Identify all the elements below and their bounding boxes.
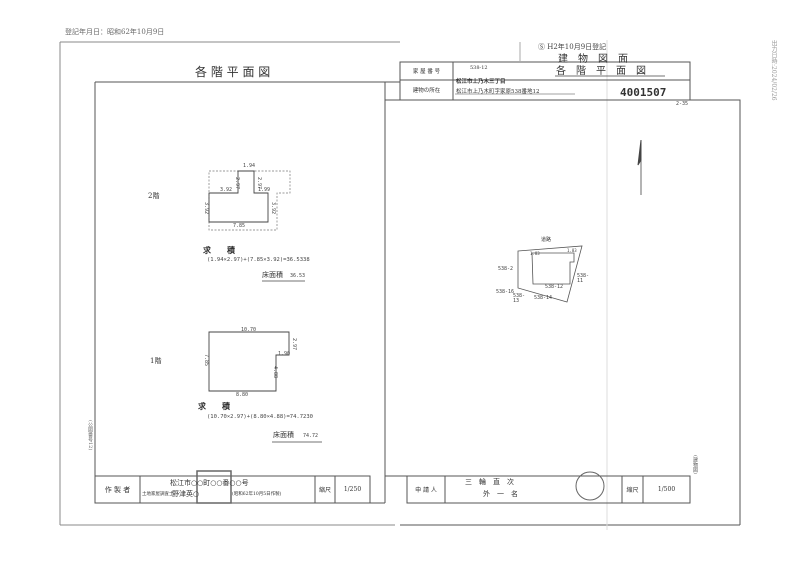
floor2-dim: 7.85 [233, 223, 246, 229]
road-label: 道路 [541, 237, 552, 243]
left-scale-label: 縮尺 [318, 487, 331, 494]
floor1-area-label: 床面積 [273, 431, 294, 439]
house-number-label: 家 屋 番 号 [412, 69, 441, 75]
floor2-formula: (1.94×2.97)+(7.85×3.92)=36.5338 [207, 257, 310, 263]
maker-date: (昭和62年10月5日作製) [232, 492, 282, 497]
north-arrow-icon [637, 139, 642, 195]
applicant-seal [575, 471, 605, 501]
floor2-label: 2階 [148, 192, 160, 200]
floor2-dashed-outline [208, 170, 291, 231]
right-scale-label: 縮尺 [626, 487, 639, 494]
floor1-dim: 8.80 [236, 392, 249, 398]
lot-label: 538-2 [498, 266, 514, 272]
applicant-others: 外 一 名 [483, 490, 518, 498]
floor2-dim: 2.97 [256, 177, 262, 190]
site-building-outline [531, 252, 575, 285]
floor1-outline [208, 331, 290, 392]
lot-label: 538-11 [577, 273, 590, 284]
location-new: 松江市上乃木三丁目 [456, 79, 506, 85]
floor1-formula: (10.70×2.97)+(8.80×4.88)=74.7230 [207, 414, 313, 420]
maker-label: 作 製 者 [104, 485, 131, 494]
site-dim: 1.83 [530, 251, 540, 256]
floor2-calc-label: 求 積 [203, 245, 235, 255]
floor2-dim: 3.92 [270, 202, 276, 215]
floor2-dim: 1.94 [243, 163, 256, 169]
floor1-area: 74.72 [303, 433, 319, 439]
right-title-struck: 各 階 平 面 図 [556, 66, 646, 77]
floor2-dim: 1.99 [258, 187, 271, 193]
floor2-outline [208, 170, 269, 223]
floor1-dim: 4.88 [272, 366, 278, 379]
floor1-dim: 7.85 [203, 354, 209, 367]
lot-label: 538-13 [513, 293, 526, 304]
registration-date: 登記年月日：昭和62年10月9日 [65, 28, 165, 36]
output-stamp: 出力日時:2024/02/26 [770, 40, 777, 101]
maker-name: 野津英○ [172, 490, 200, 498]
applicant-name: 三 輪 直 次 [465, 478, 514, 486]
location-old: 松江市上乃木町字家原538番地12 [456, 89, 540, 95]
site-lot-outline [517, 245, 583, 303]
right-title: 建 物 図 面 [558, 54, 628, 65]
sheet-number: 2-35 [676, 101, 689, 107]
seal-stamp [196, 470, 232, 504]
left-side-note: (公図番号12) [87, 420, 93, 451]
floor2-dim: 3.92 [220, 187, 233, 193]
floor2-area: 36.53 [290, 273, 306, 279]
floor1-dim: 2.97 [291, 338, 297, 351]
site-dim: 1.83 [567, 248, 577, 253]
document-number: 4001507 [620, 86, 667, 99]
left-scale: 1/250 [343, 486, 362, 493]
floor2-area-label: 床面積 [262, 271, 283, 279]
right-scale: 1/500 [657, 486, 676, 493]
maker-title: 土地家屋調査士 [142, 492, 174, 497]
location-label: 建物の所在 [412, 88, 441, 94]
lot-label: 538-12 [545, 284, 564, 290]
applicant-label: 申 請 人 [415, 487, 437, 494]
floor1-calc-label: 求 積 [198, 401, 230, 411]
maker-address: 松江市○○町○○番○○号 [170, 479, 249, 487]
lot-label: 538-16 [496, 289, 515, 295]
floor2-dim: 3.92 [203, 202, 209, 215]
lot-label: 538-14 [534, 295, 553, 301]
floor1-dim: 10.70 [241, 327, 257, 333]
floor1-label: 1階 [150, 357, 162, 365]
right-side-note: (建物図) [692, 455, 698, 474]
floor1-dim: 1.90 [278, 351, 291, 357]
left-title: 各 階 平 面 図 [195, 65, 271, 79]
registration-note: Ⓢ H2年10月9日登記 [538, 43, 607, 51]
house-number: 538-12 [470, 65, 488, 71]
floor2-dim: 2.97 [234, 177, 240, 190]
